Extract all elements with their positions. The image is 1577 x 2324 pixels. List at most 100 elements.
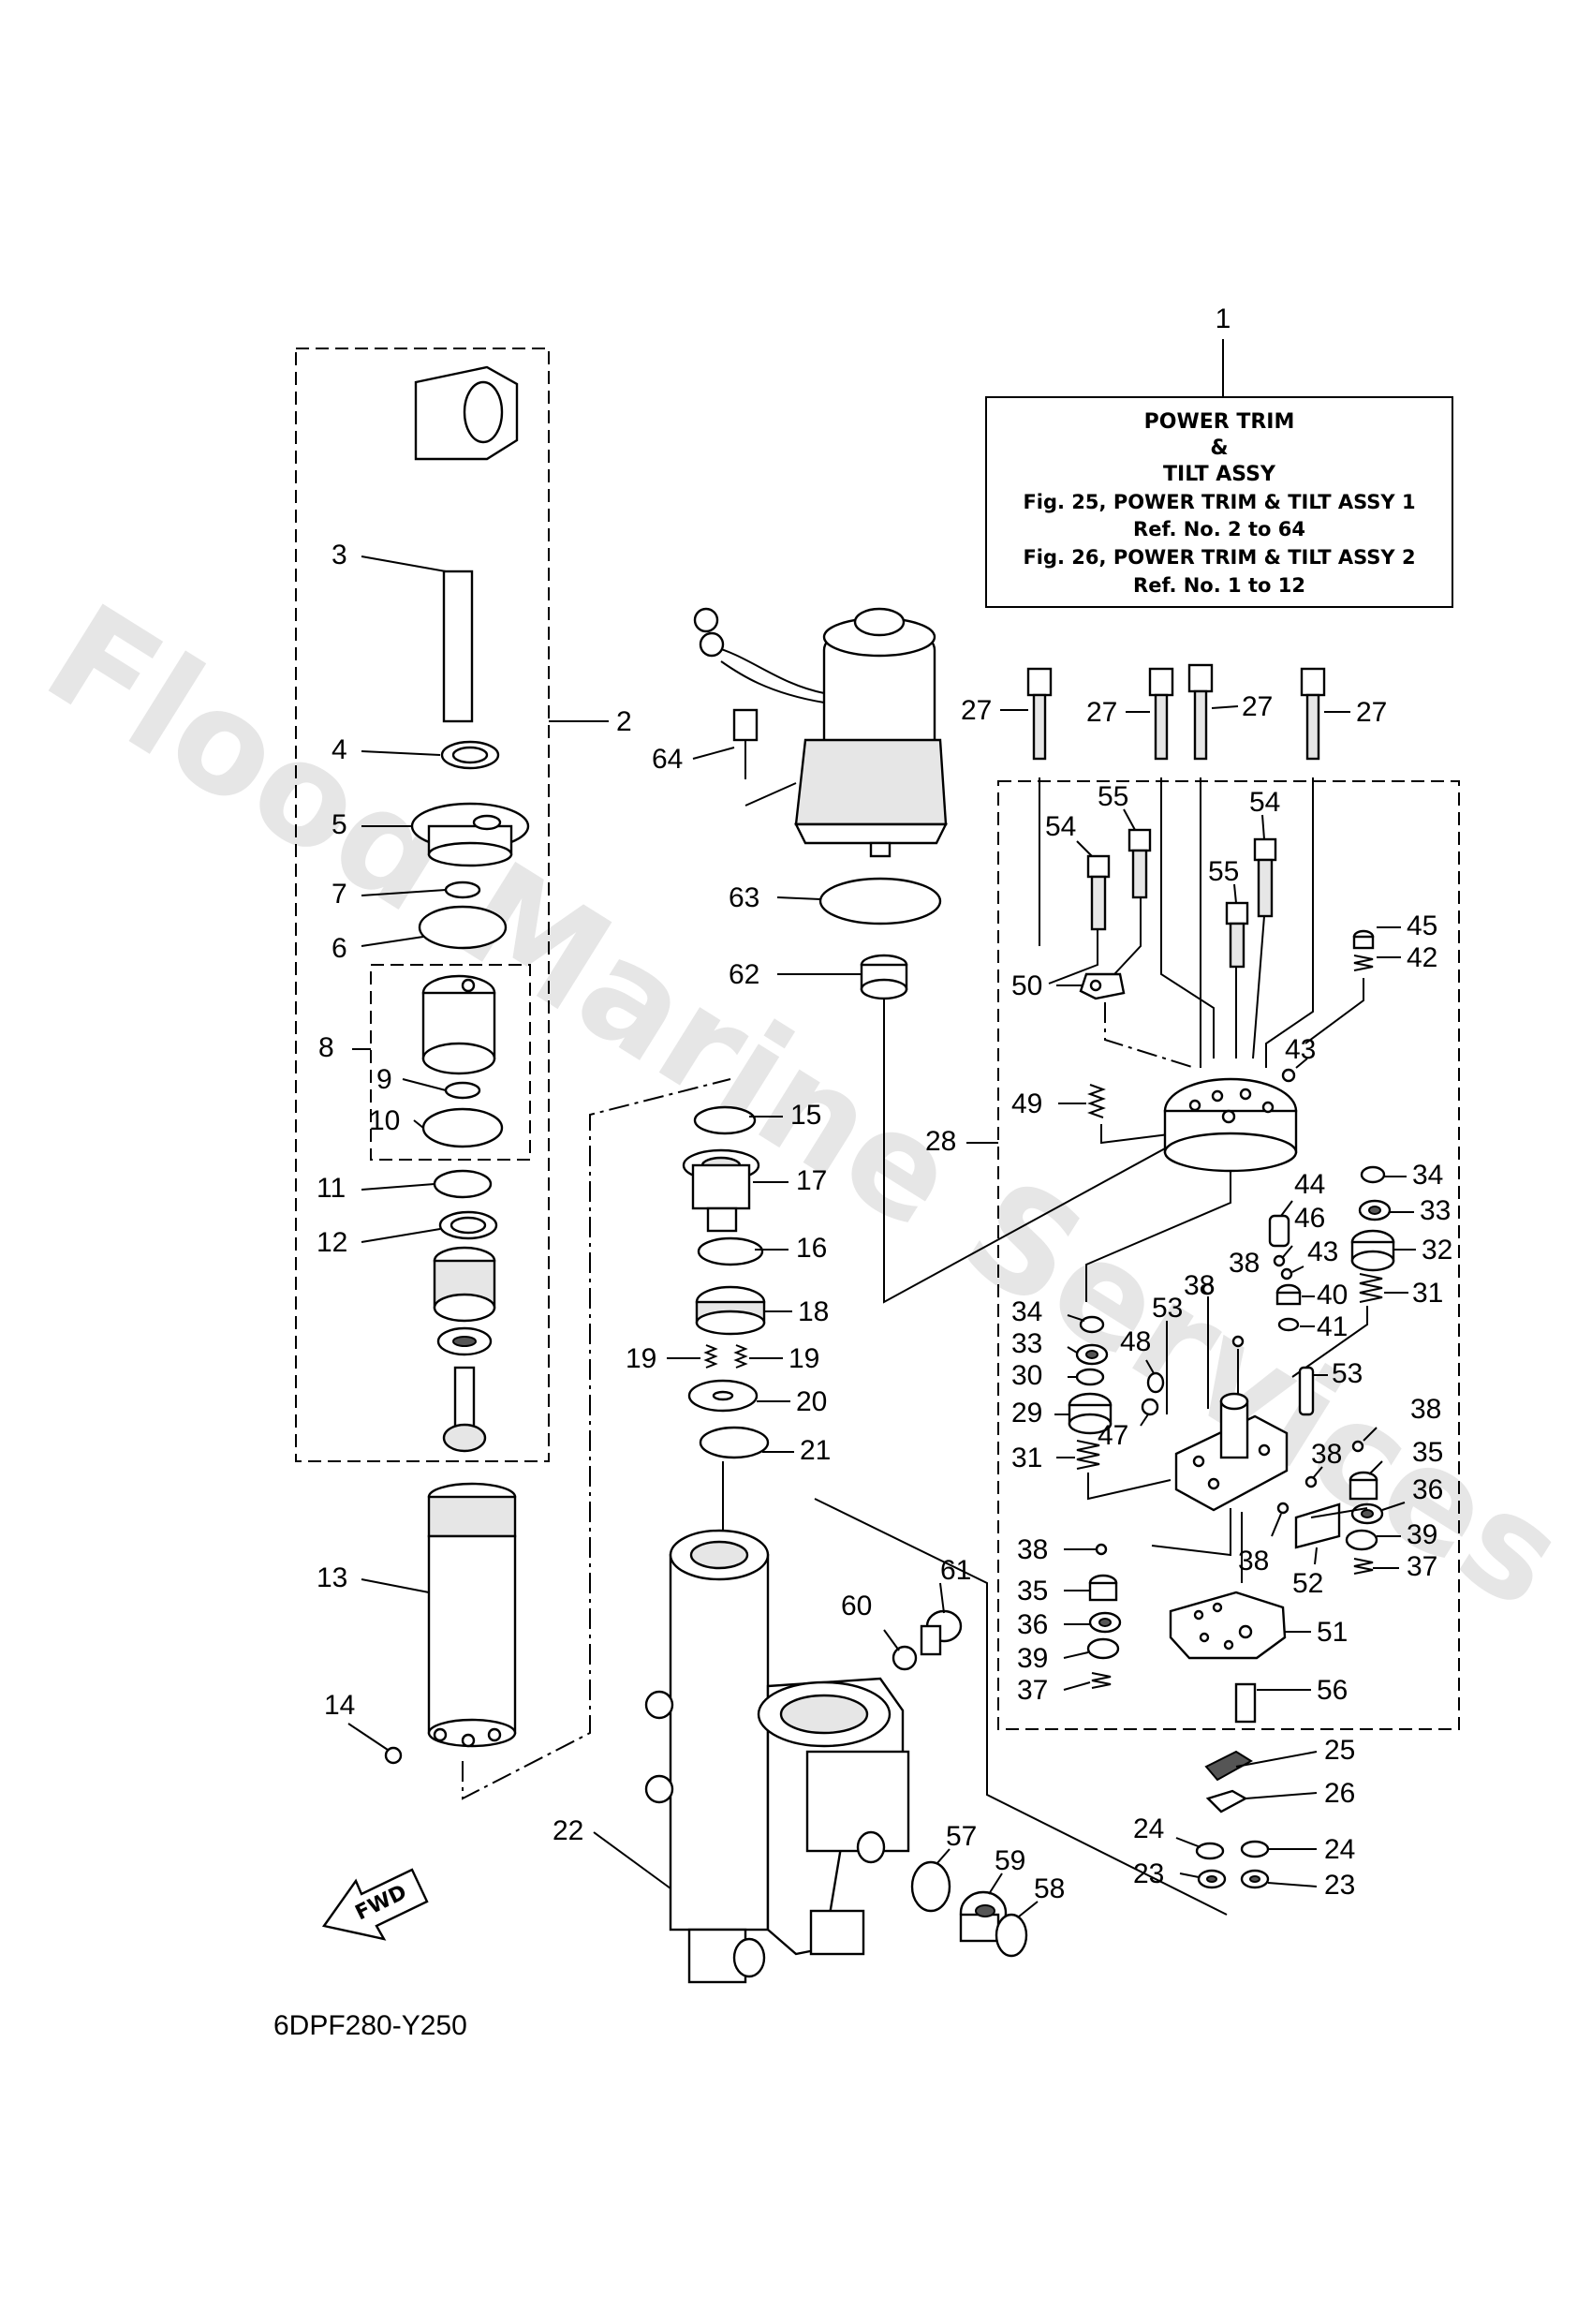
leader-46 [1282,1245,1293,1258]
leader-24a [1175,1837,1201,1848]
plug-59 [959,1890,1008,1943]
callout-7: 7 [332,879,347,910]
callout-16: 16 [796,1233,827,1264]
callout-13: 13 [317,1562,347,1593]
callout-35a: 35 [1412,1437,1443,1468]
leader-38c [1363,1427,1378,1442]
ball-38b [1231,1335,1245,1348]
o-ring-30 [1075,1368,1105,1386]
callout-63: 63 [729,882,759,913]
circlip-58 [995,1913,1028,1958]
note-line-3: TILT ASSY [1163,463,1276,486]
valve-subassy-box [370,964,531,1161]
callout-31b: 31 [1011,1443,1042,1473]
callout-6: 6 [332,933,347,964]
callout-19a: 19 [626,1343,656,1374]
seal-33b [1075,1343,1109,1366]
leader-55b [1233,883,1237,904]
leader-54b [1261,814,1265,840]
link-55a-to-50 [1113,897,1142,975]
leader-13 [361,1578,430,1593]
leader-35a [1368,1460,1383,1475]
upper-valve-block [1163,1077,1298,1173]
circlip-21 [699,1426,770,1459]
callout-23a: 23 [1133,1858,1164,1889]
leader-38d [1312,1466,1323,1479]
leader-39b [1063,1651,1089,1659]
leader-57 [936,1848,951,1865]
tilt-ram-assy-box [295,348,550,1462]
seal-36a [1350,1502,1384,1525]
leader-60 [883,1629,900,1651]
leader-12 [361,1228,441,1243]
leader-59 [988,1873,1003,1895]
valve-block-assy-box [997,780,1460,1730]
leader-14 [347,1723,389,1751]
circlip-16 [697,1236,764,1266]
callout-36a: 36 [1412,1474,1443,1505]
callout-51: 51 [1317,1617,1348,1648]
callout-1: 1 [1216,303,1231,334]
leader-48 [1145,1359,1155,1374]
leader-23b [1267,1882,1318,1887]
callout-50: 50 [1011,970,1042,1001]
cylinder-cap-5 [410,802,530,867]
seal-23a [1197,1869,1227,1889]
pin-44 [1268,1214,1290,1248]
o-ring-10 [421,1107,504,1148]
callout-61: 61 [940,1555,971,1586]
link-line-left [462,1078,731,1800]
callout-59: 59 [995,1845,1025,1876]
pin-47 [1141,1398,1159,1416]
o-ring-9 [444,1081,481,1100]
callout-48: 48 [1120,1326,1151,1357]
circlip-34a [1360,1165,1386,1184]
plug-61 [920,1609,963,1656]
trim-housing-22 [644,1529,910,1984]
callout-27c: 27 [1242,691,1273,722]
o-ring-60 [892,1645,918,1671]
leader-64 [692,747,735,760]
callout-9: 9 [376,1064,392,1095]
link-block-down [1085,1171,1231,1302]
callout-43a: 43 [1285,1034,1316,1065]
leader-43b [1291,1266,1304,1273]
leader-34b [1067,1314,1085,1322]
callout-42: 42 [1407,942,1437,973]
callout-15: 15 [790,1100,821,1131]
note-line-5: Ref. No. 2 to 64 [1133,518,1305,540]
o-ring-24b [1240,1840,1270,1858]
callout-21: 21 [800,1435,831,1466]
callout-2: 2 [616,706,632,737]
callout-62: 62 [729,959,759,990]
bolts-54-55 [1086,828,1277,969]
o-ring-63 [818,877,942,925]
leader-47 [1140,1414,1149,1427]
spring-26 [1205,1789,1248,1813]
callout-8: 8 [318,1032,334,1063]
callout-35b: 35 [1017,1576,1048,1606]
leader-9 [402,1078,447,1091]
gear-25 [1204,1750,1253,1782]
link-49-to-block [1100,1124,1177,1145]
callout-36b: 36 [1017,1609,1048,1640]
o-ring-15 [693,1105,757,1135]
leader-33b [1067,1346,1078,1354]
leader-27c [1211,705,1239,709]
callout-55a: 55 [1098,781,1128,812]
callout-46: 46 [1294,1203,1325,1234]
piston-18 [695,1285,766,1336]
o-ring-7 [444,881,481,899]
spring-49 [1087,1084,1106,1118]
note-line-2: & [1210,437,1228,460]
callout-5: 5 [332,809,347,840]
callout-34b: 34 [1011,1296,1042,1327]
callout-43b: 43 [1307,1236,1338,1267]
callout-12: 12 [317,1227,347,1258]
bracket-50 [1079,972,1126,1000]
o-ring-24a [1195,1842,1225,1860]
link-block-to-51 [1151,1508,1231,1557]
callout-39b: 39 [1017,1643,1048,1674]
o-ring-39a [1345,1529,1378,1551]
